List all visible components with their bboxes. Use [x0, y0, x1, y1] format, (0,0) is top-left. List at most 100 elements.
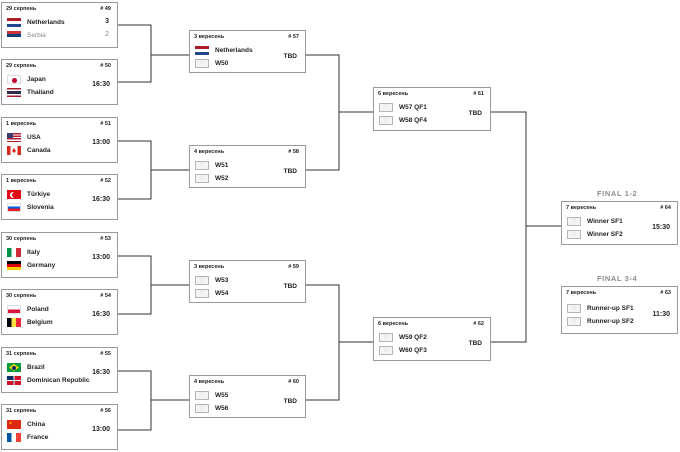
match-time: TBD: [468, 340, 482, 347]
match-header: 30 серпень # 53: [6, 236, 111, 244]
team-row[interactable]: Serbia: [7, 30, 46, 41]
team-row[interactable]: Italy: [7, 247, 40, 258]
nl-flag-icon: [7, 18, 21, 27]
team-name: W60 QF3: [399, 347, 427, 354]
match-number: # 58: [288, 149, 299, 155]
match-time: 16:30: [92, 369, 110, 376]
team-row[interactable]: Canada: [7, 145, 50, 156]
team-row[interactable]: Japan: [7, 74, 46, 85]
it-flag-icon: [7, 248, 21, 257]
team-row[interactable]: Germany: [7, 260, 55, 271]
match-card-55[interactable]: 31 серпень # 55 Brazil Dominican Republi…: [1, 347, 118, 393]
match-number: # 62: [473, 321, 484, 327]
match-number: # 59: [288, 264, 299, 270]
team-row[interactable]: ♡ W58 QF4: [379, 115, 427, 126]
team-row[interactable]: ♡ W53: [195, 275, 228, 286]
team-row[interactable]: ♡ W50: [195, 58, 228, 69]
match-card-64[interactable]: 7 вересень # 64 ♡ Winner SF1 ♡ Winner SF…: [561, 201, 678, 245]
match-card-63[interactable]: 7 вересень # 63 ♡ Runner-up SF1 ♡ Runner…: [561, 286, 678, 334]
team-row[interactable]: ♡ W56: [195, 403, 228, 414]
th-flag-icon: [7, 88, 21, 97]
match-date: 7 вересень: [566, 205, 597, 211]
match-date: 6 вересень: [378, 321, 409, 327]
team-row[interactable]: ♡ Runner-up SF1: [567, 303, 634, 314]
team-name: W59 QF2: [399, 334, 427, 341]
be-flag-icon: [7, 318, 21, 327]
match-number: # 60: [288, 379, 299, 385]
br-flag-icon: [7, 363, 21, 372]
match-card-62[interactable]: 6 вересень # 62 ♡ W59 QF2 ♡ W60 QF3 TBD: [373, 317, 491, 361]
team-row[interactable]: Slovenia: [7, 202, 54, 213]
team-row[interactable]: USA: [7, 132, 41, 143]
match-number: # 57: [288, 34, 299, 40]
team-row[interactable]: Thailand: [7, 87, 54, 98]
team-row[interactable]: Türkiye: [7, 189, 50, 200]
match-header: 31 серпень # 56: [6, 408, 111, 416]
match-date: 31 серпень: [6, 408, 37, 414]
placeholder-shield-icon: ♡: [567, 317, 581, 326]
match-date: 4 вересень: [194, 379, 225, 385]
match-card-61[interactable]: 6 вересень # 61 ♡ W57 QF1 ♡ W58 QF4 TBD: [373, 87, 491, 131]
team-row[interactable]: Dominican Republic: [7, 375, 89, 386]
match-card-56[interactable]: 31 серпень # 56 China France 13:00: [1, 404, 118, 450]
nl-flag-icon: [195, 46, 209, 55]
match-card-58[interactable]: 4 вересень # 58 ♡ W51 ♡ W52 TBD: [189, 145, 306, 188]
team-row[interactable]: ♡ W60 QF3: [379, 345, 427, 356]
team-name: Dominican Republic: [27, 377, 90, 384]
match-card-53[interactable]: 30 серпень # 53 Italy Germany 13:00: [1, 232, 118, 278]
match-header: 30 серпень # 54: [6, 293, 111, 301]
match-time: TBD: [468, 110, 482, 117]
match-card-54[interactable]: 30 серпень # 54 Poland Belgium 16:30: [1, 289, 118, 335]
placeholder-shield-icon: ♡: [195, 391, 209, 400]
team-row[interactable]: France: [7, 432, 48, 443]
placeholder-shield-icon: ♡: [195, 59, 209, 68]
final-1-2-label: FINAL 1-2: [597, 189, 638, 198]
team-row[interactable]: Poland: [7, 304, 49, 315]
match-card-49[interactable]: 29 серпень # 49 Netherlands 3 Serbia 2: [1, 2, 118, 48]
fr-flag-icon: [7, 433, 21, 442]
team-row[interactable]: ♡ W59 QF2: [379, 332, 427, 343]
match-card-51[interactable]: 1 вересень # 51 USA Canada 13:00: [1, 117, 118, 163]
team-row[interactable]: Netherlands: [195, 45, 253, 56]
team-row[interactable]: ♡ W51: [195, 160, 228, 171]
team-row[interactable]: ♡ Winner SF1: [567, 216, 623, 227]
team-row[interactable]: ♡ W54: [195, 288, 228, 299]
team-name: Serbia: [27, 32, 46, 39]
placeholder-shield-icon: ♡: [379, 346, 393, 355]
match-card-59[interactable]: 3 вересень # 59 ♡ W53 ♡ W54 TBD: [189, 260, 306, 303]
team-name: Netherlands: [215, 47, 253, 54]
team-name: Runner-up SF2: [587, 318, 634, 325]
match-card-50[interactable]: 29 серпень # 50 Japan Thailand 16:30: [1, 59, 118, 105]
match-card-60[interactable]: 4 вересень # 60 ♡ W55 ♡ W56 TBD: [189, 375, 306, 418]
team-row[interactable]: ♡ W57 QF1: [379, 102, 427, 113]
team-name: W58 QF4: [399, 117, 427, 124]
match-time: TBD: [283, 53, 297, 60]
jp-flag-icon: [7, 75, 21, 84]
team-row[interactable]: China: [7, 419, 45, 430]
team-row[interactable]: ♡ Runner-up SF2: [567, 316, 634, 327]
team-row[interactable]: Belgium: [7, 317, 53, 328]
team-row[interactable]: ♡ W52: [195, 173, 228, 184]
placeholder-shield-icon: ♡: [567, 304, 581, 313]
match-number: # 61: [473, 91, 484, 97]
team-row[interactable]: ♡ Winner SF2: [567, 229, 623, 240]
match-card-57[interactable]: 3 вересень # 57 Netherlands ♡ W50 TBD: [189, 30, 306, 73]
match-time: 11:30: [652, 311, 670, 318]
team-name: Netherlands: [27, 19, 65, 26]
match-time: 13:00: [92, 426, 110, 433]
team-name: France: [27, 434, 49, 441]
match-header: 6 вересень # 61: [378, 91, 484, 99]
team-name: China: [27, 421, 46, 428]
team-row[interactable]: ♡ W55: [195, 390, 228, 401]
placeholder-shield-icon: ♡: [195, 289, 209, 298]
team-row[interactable]: Brazil: [7, 362, 45, 373]
match-header: 1 вересень # 52: [6, 178, 111, 186]
team-name: Winner SF1: [587, 218, 623, 225]
match-card-52[interactable]: 1 вересень # 52 Türkiye Slovenia 16:30: [1, 174, 118, 220]
team-name: Brazil: [27, 364, 45, 371]
team-row[interactable]: Netherlands: [7, 17, 65, 28]
match-number: # 49: [100, 6, 111, 12]
team-name: Runner-up SF1: [587, 305, 634, 312]
match-date: 4 вересень: [194, 149, 225, 155]
ca-flag-icon: [7, 146, 21, 155]
